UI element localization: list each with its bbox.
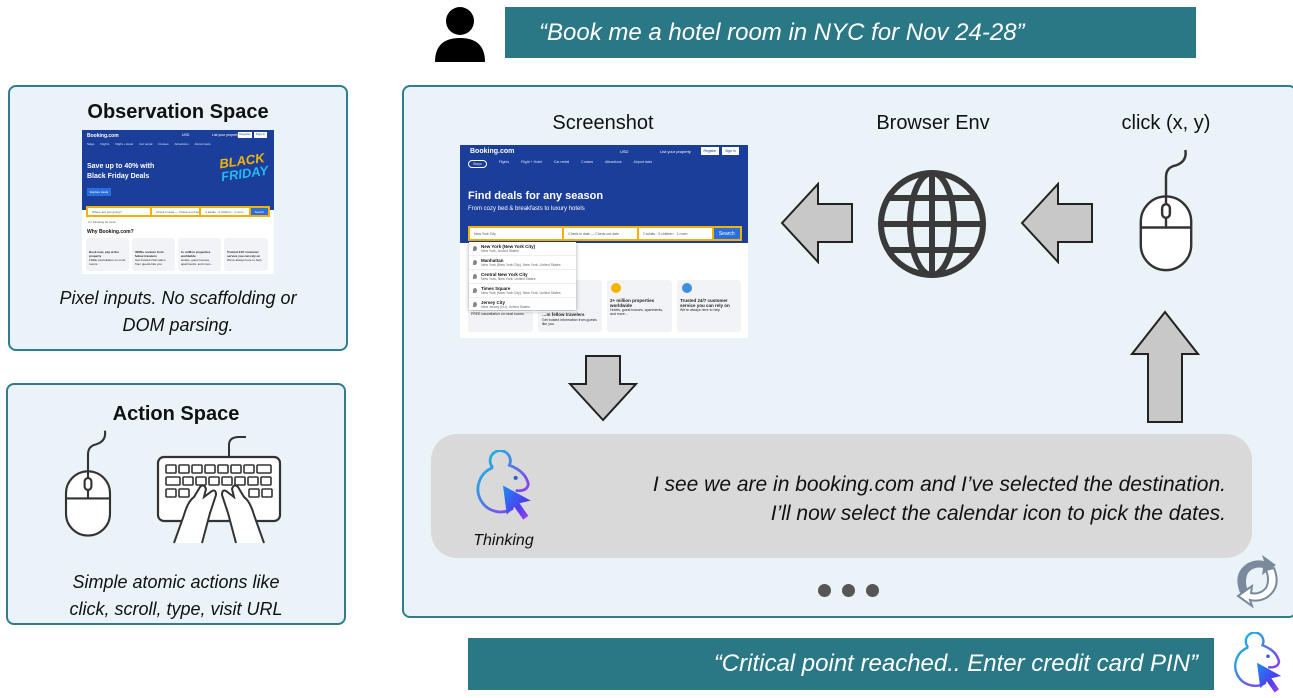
thumb-list-property: List your property [212, 133, 240, 137]
refresh-loop-icon [1236, 555, 1278, 608]
browser-env-label: Browser Env [876, 112, 990, 134]
thumb-where: Where are you going? [88, 208, 150, 215]
shot-guests: 2 adults · 0 children · 1 room [638, 228, 712, 239]
arrow-down-icon [568, 355, 638, 422]
shot-nav: Stays [468, 160, 487, 168]
thumb-headline: Black Friday Deals [87, 173, 150, 180]
thumb-card-title: 300M+ reviews from fellow travelers [135, 250, 164, 258]
arrow-left-icon [780, 182, 853, 264]
thumb-checkbox: I'm traveling for work [88, 220, 116, 224]
shot-where: New York City [470, 228, 563, 239]
observation-caption: Pixel inputs. No scaffolding or [59, 288, 297, 308]
thumb-search: Search [250, 208, 268, 215]
thumb-card-sub: FREE cancellation on most rooms [89, 258, 126, 266]
thumb-card-sub: We're always here to help [227, 258, 262, 262]
thumb-currency: USD [182, 133, 190, 137]
shot-currency: USD [620, 149, 629, 154]
shot-signin: Sign in [722, 147, 739, 155]
shot-list-property: List your property [660, 149, 691, 154]
thinking-label: Thinking [473, 532, 534, 549]
arrow-up-icon [1130, 310, 1200, 423]
observation-space-title: Observation Space [87, 101, 269, 123]
screenshot-label: Screenshot [552, 112, 654, 134]
shot-card-sub: Get trusted information from guests like… [542, 317, 597, 326]
shot-card-title: 2+ million properties worldwide [610, 298, 655, 308]
action-space-panel: Action Space Simple atomic actions like c… [6, 383, 346, 625]
thumb-headline: Save up to 40% with [87, 163, 155, 170]
thumb-logo: Booking.com [87, 133, 119, 139]
thumb-nav: Flight + Hotel [115, 142, 134, 146]
mouse-icon [62, 429, 114, 539]
thumb-nav: Flights [100, 142, 110, 146]
thumb-card-title: 2+ million properties worldwide [181, 250, 211, 258]
shot-dates: Check-in date — Check-out date [564, 228, 637, 239]
agent-mouse-logo-icon [465, 450, 541, 526]
thumb-nav: Stays [87, 142, 95, 146]
globe-icon [878, 170, 986, 278]
thumb-guests: 2 adults · 0 children · 1 room [201, 208, 249, 215]
destination-suggestions: New York (New York City)New York, United… [469, 242, 576, 312]
user-avatar-icon [435, 7, 485, 62]
thumb-card-sub: Hotels, guest houses, apartments, and mo… [181, 258, 214, 266]
thumb-why: Why Booking.com? [87, 229, 134, 235]
arrow-left-icon [1020, 182, 1093, 264]
thumb-card-title: Book now, pay at the property [89, 250, 119, 258]
thumb-signin: Sign in [254, 132, 267, 138]
critical-point-banner: “Critical point reached.. Enter credit c… [468, 638, 1214, 690]
critical-point-text: “Critical point reached.. Enter credit c… [713, 650, 1198, 677]
shot-register: Register [701, 147, 719, 155]
observation-space-panel: Observation Space Booking.com USD List y… [8, 85, 348, 351]
shot-nav: Car rental [553, 160, 570, 164]
thought-text: I see we are in booking.com and I’ve sel… [652, 473, 1226, 496]
shot-logo: Booking.com [470, 148, 515, 155]
shot-nav: Flights [498, 160, 510, 164]
thumb-nav: Attractions [174, 142, 189, 146]
thumb-cta: Explore deals [87, 188, 112, 196]
shot-card-sub: We're always here to help [680, 308, 721, 312]
user-request-banner: “Book me a hotel room in NYC for Nov 24-… [505, 7, 1196, 58]
browser-screenshot: Booking.com USD List your property Regis… [460, 145, 748, 338]
thumb-nav: Car rental [139, 142, 153, 146]
thumb-dates: Check-in date — Check-out date [151, 208, 200, 215]
thumb-card-title: Trusted 24/7 customer service you can re… [227, 250, 261, 258]
thought-text: I’ll now select the calendar icon to pic… [770, 502, 1226, 525]
shot-card-title: …m fellow travelers [542, 312, 585, 317]
mouse-click-icon [1136, 148, 1196, 274]
shot-card-sub: FREE cancellation on most rooms [471, 312, 524, 316]
action-caption: click, scroll, type, visit URL [69, 599, 283, 619]
thumb-card-sub: Get trusted information from guests like… [135, 258, 166, 266]
shot-card-title: Trusted 24/7 customer service you can re… [680, 298, 730, 308]
keyboard-typing-icon [156, 436, 282, 544]
more-steps-ellipsis [818, 584, 879, 597]
shot-search: Search [713, 228, 740, 239]
shot-nav: Cruises [581, 160, 594, 164]
thumb-register: Register [238, 132, 252, 138]
thumb-nav: Cruises [158, 142, 169, 146]
shot-nav: Airport taxis [633, 160, 653, 164]
thinking-bubble: Thinking I see we are in booking.com and… [431, 434, 1252, 558]
shot-subheadline: From cozy bed & breakfasts to luxury hot… [468, 206, 585, 212]
shot-nav: Attractions [605, 160, 622, 164]
suggestion-item: New York (New York City)New York, United… [469, 242, 576, 256]
action-caption: Simple atomic actions like [72, 572, 280, 592]
shot-card-sub: Hotels, guest houses, apartments, and mo… [610, 308, 664, 316]
click-action-label: click (x, y) [1121, 112, 1211, 134]
user-request-text: “Book me a hotel room in NYC for Nov 24-… [539, 18, 1025, 46]
shot-nav: Flight + Hotel [521, 160, 542, 164]
shot-headline: Find deals for any season [468, 190, 604, 202]
observation-caption: DOM parsing. [122, 315, 234, 335]
action-space-title: Action Space [112, 403, 240, 425]
observation-screenshot: Booking.com USD List your property Regis… [82, 130, 274, 274]
agent-mouse-logo-icon [1224, 632, 1290, 698]
thumb-nav: Airport taxis [194, 142, 211, 146]
